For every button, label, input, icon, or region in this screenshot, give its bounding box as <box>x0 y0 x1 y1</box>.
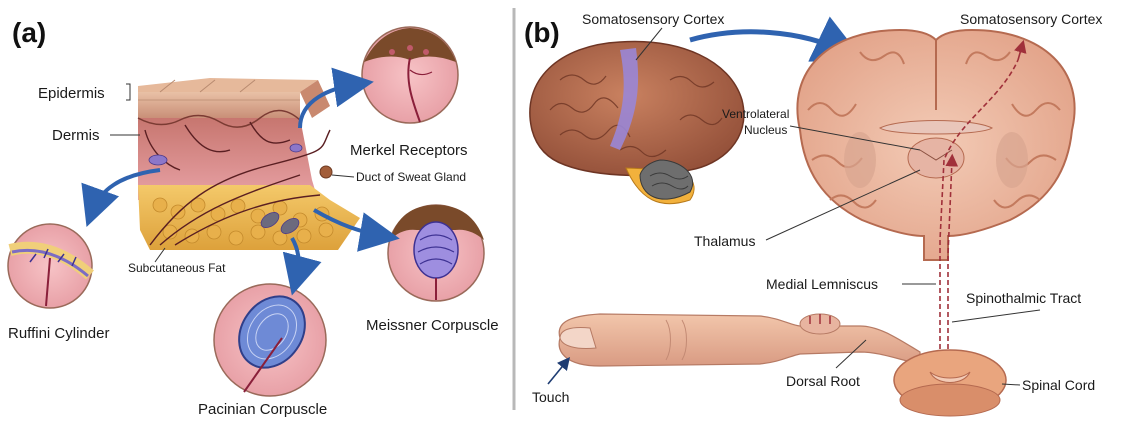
label-ventrolateral-line1: Ventrolateral <box>722 107 789 121</box>
skin-block-illustration <box>138 78 360 250</box>
label-ruffini-cylinder: Ruffini Cylinder <box>8 325 109 342</box>
panel-b: (b) Somatosensory Cortex <box>524 11 1102 416</box>
label-thalamus: Thalamus <box>694 233 755 249</box>
label-merkel-receptors: Merkel Receptors <box>350 142 468 159</box>
epidermis-bracket <box>126 84 130 100</box>
label-spinothalamic-tract: Spinothalmic Tract <box>966 290 1081 306</box>
label-subcutaneous-fat: Subcutaneous Fat <box>128 261 226 275</box>
label-dermis: Dermis <box>52 127 100 144</box>
spinothalamic-pointer <box>952 310 1040 322</box>
label-somatosensory-cortex-left: Somatosensory Cortex <box>582 11 724 27</box>
label-medial-lemniscus: Medial Lemniscus <box>766 276 878 292</box>
touch-arrow <box>548 362 566 384</box>
label-ventrolateral-line2: Nucleus <box>744 123 787 137</box>
spinal-cord-illustration <box>894 350 1006 416</box>
label-duct-of-sweat-gland: Duct of Sweat Gland <box>356 170 466 184</box>
panel-b-letter: (b) <box>524 17 560 48</box>
arrow-lateral-to-coronal <box>690 32 846 52</box>
coronal-brain-section-illustration <box>797 30 1074 260</box>
sweat-duct-pointer <box>332 175 354 177</box>
panel-a-letter: (a) <box>12 17 46 48</box>
label-spinal-cord: Spinal Cord <box>1022 377 1095 393</box>
merkel-receptor-illustration <box>362 27 458 123</box>
panel-a: (a) <box>8 17 499 418</box>
label-touch: Touch <box>532 389 569 405</box>
label-dorsal-root: Dorsal Root <box>786 373 860 389</box>
subcutaneous-pointer <box>155 248 165 262</box>
lateral-brain-illustration <box>530 42 744 204</box>
label-meissner-corpuscle: Meissner Corpuscle <box>366 317 499 334</box>
label-pacinian-corpuscle: Pacinian Corpuscle <box>198 401 327 418</box>
label-epidermis: Epidermis <box>38 85 105 102</box>
ruffini-cylinder-illustration <box>8 224 92 308</box>
label-somatosensory-cortex-right: Somatosensory Cortex <box>960 11 1102 27</box>
meissner-corpuscle-illustration <box>388 205 484 301</box>
pacinian-corpuscle-illustration <box>214 284 326 396</box>
